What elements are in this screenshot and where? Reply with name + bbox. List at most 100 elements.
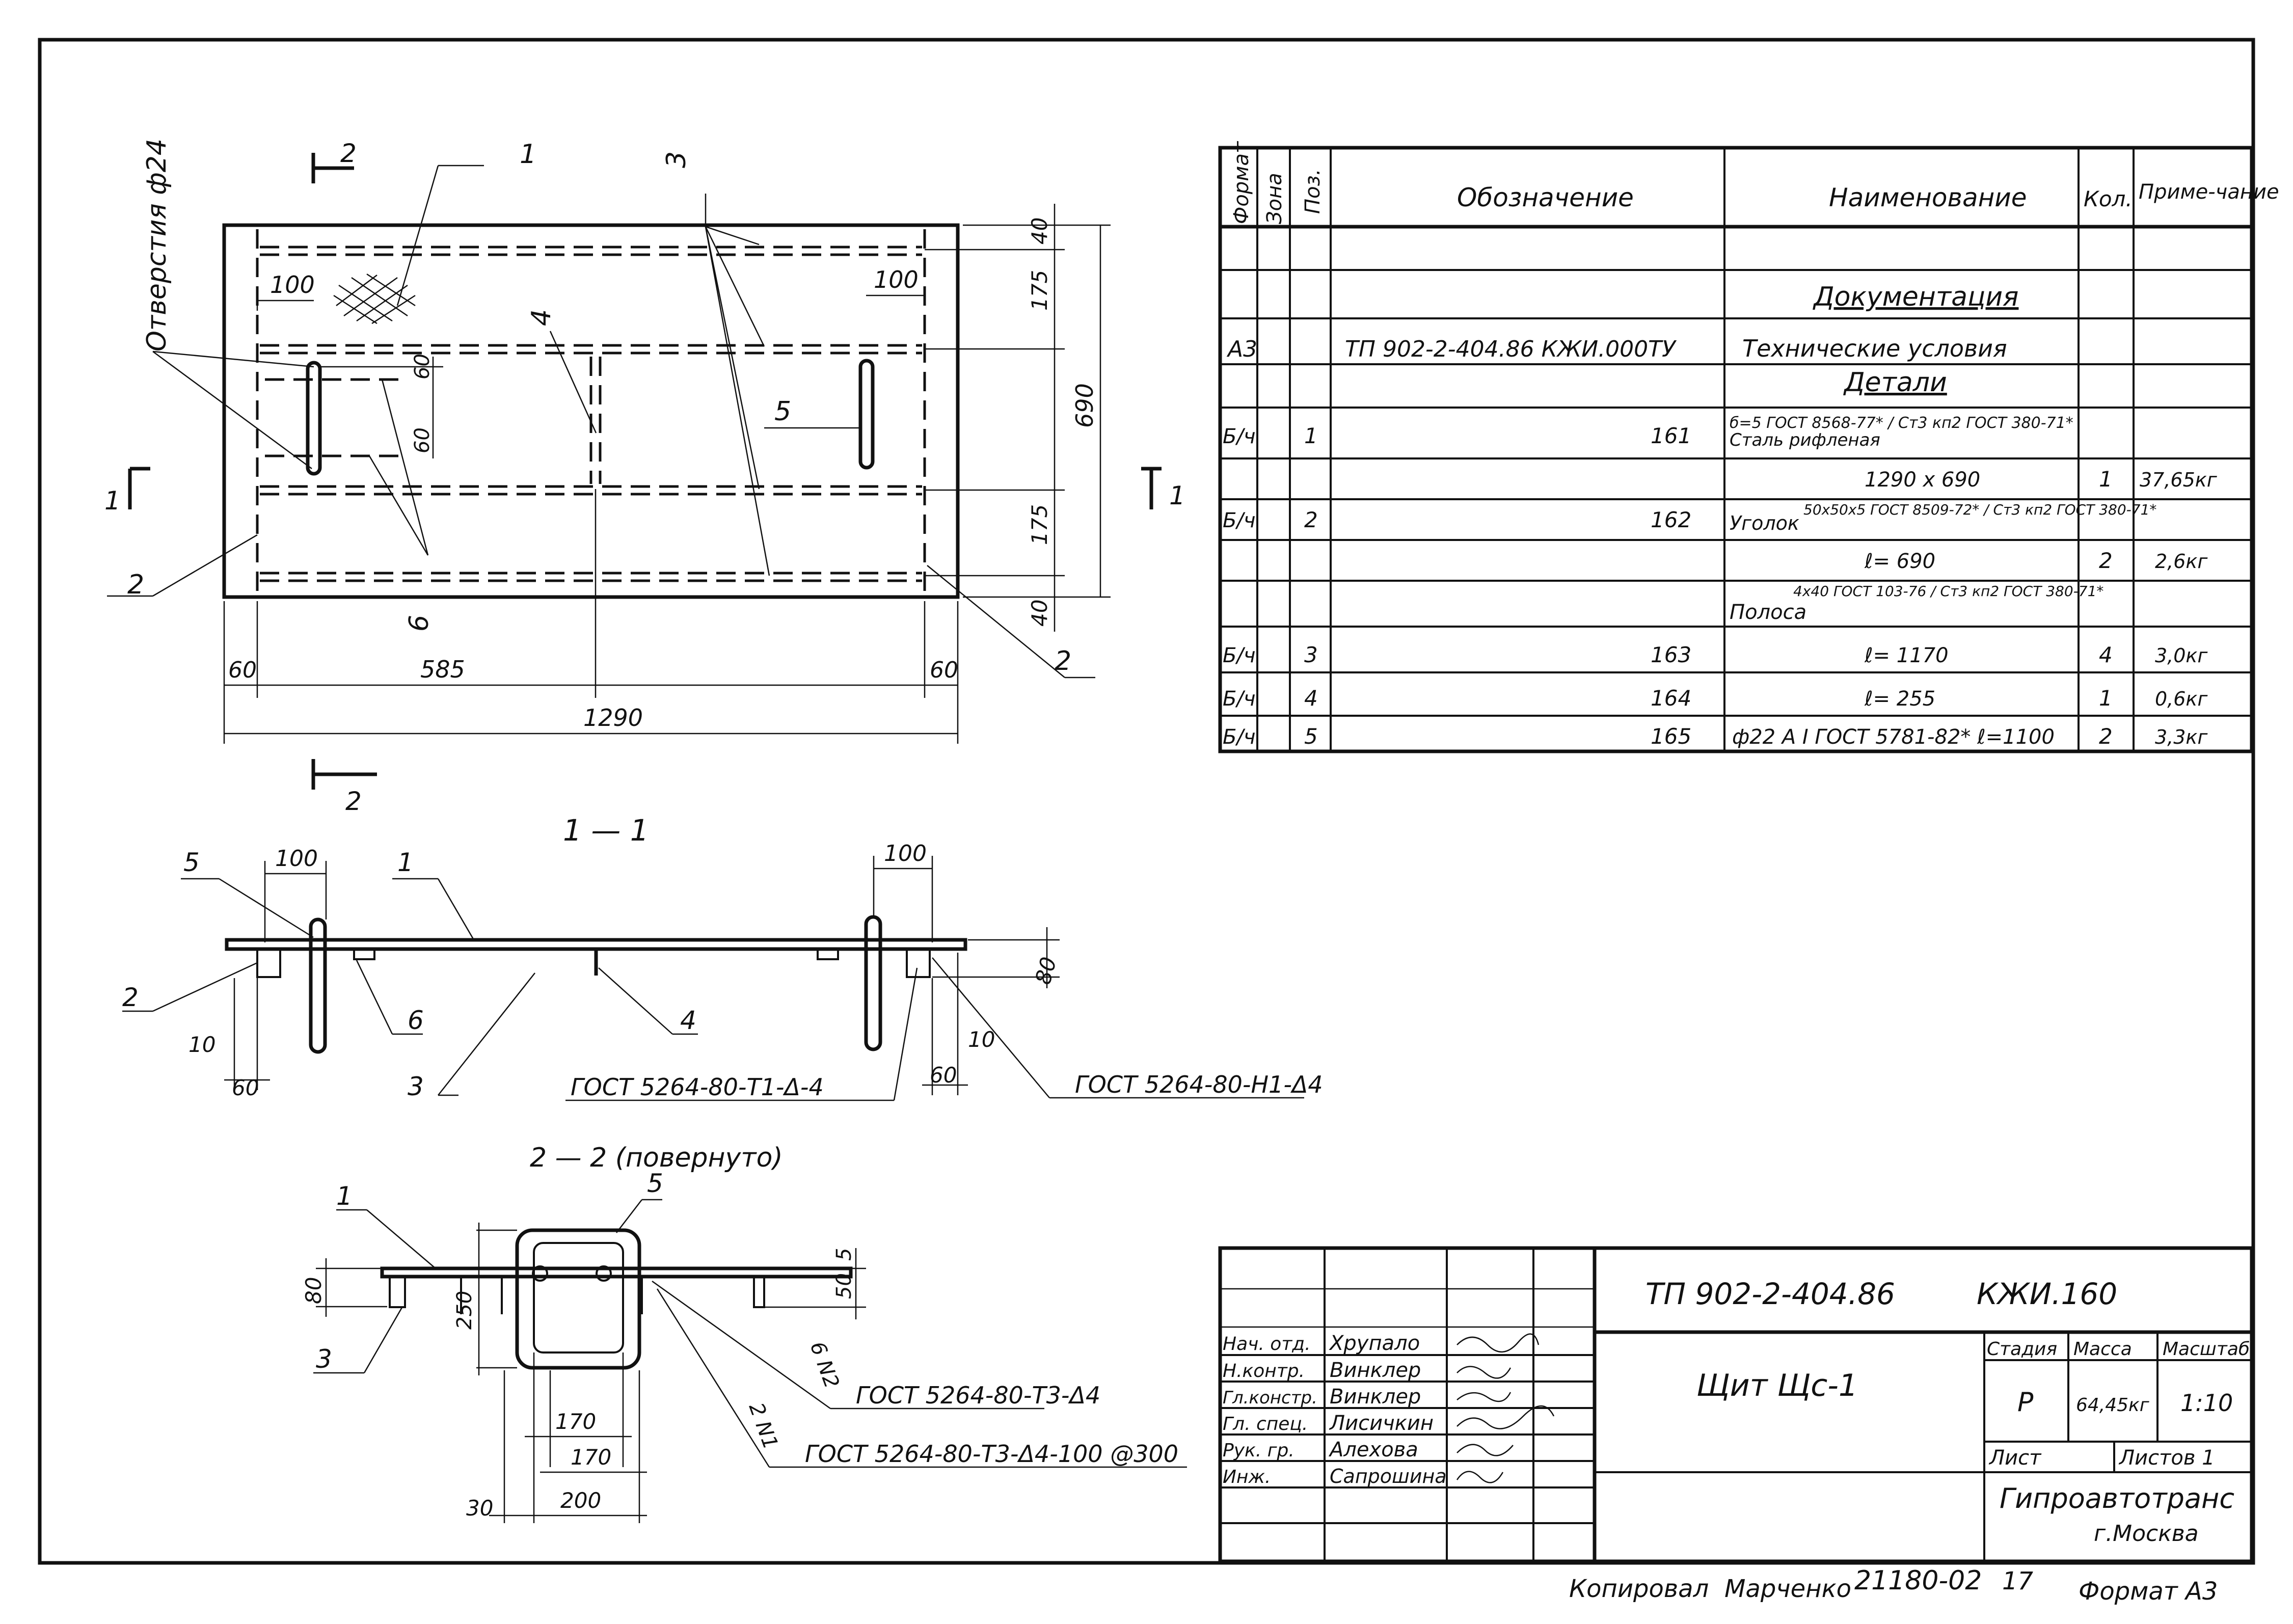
- dim-height-690: 690: [1071, 383, 1098, 428]
- row1-spec: б=5 ГОСТ 8568-77* / Ст3 кп2 ГОСТ 380-71*: [1730, 414, 2073, 432]
- s22-dim-h250: 250: [453, 1291, 476, 1330]
- plan-pos-3: 3: [661, 151, 692, 168]
- row1-format: Б/ч: [1223, 425, 1256, 448]
- s11-handle-left: [309, 917, 327, 1054]
- row3-format: Б/ч: [1223, 509, 1256, 532]
- s22-dim-w170b: 170: [571, 1445, 611, 1470]
- row8-note: 3,3кг: [2155, 726, 2208, 748]
- hdr-designation: Обозначение: [1457, 183, 1634, 212]
- tb-mass-label: Масса: [2073, 1339, 2132, 1360]
- s11-strip-left: [353, 948, 375, 960]
- tb-stage-label: Стадия: [1987, 1339, 2057, 1360]
- plan-pos-2: 2: [127, 570, 144, 600]
- s11-pos-5: 5: [183, 848, 200, 877]
- row8-qty: 2: [2099, 724, 2113, 749]
- section1-mark-left: 1: [104, 486, 121, 516]
- dim-top-40: 40: [1027, 218, 1052, 245]
- row1-name: Сталь рифленая: [1730, 430, 1880, 450]
- s11-weld-b: ГОСТ 5264-80-Н1-Δ4: [1075, 1071, 1323, 1098]
- row3-pos: 2: [1304, 507, 1318, 532]
- role-1: Нач. отд.: [1223, 1334, 1311, 1355]
- dim-span-mid: 585: [420, 656, 465, 683]
- dim-bot-175: 175: [1027, 504, 1052, 545]
- s11-dim-left-100: 100: [275, 846, 318, 872]
- plan-pos-1: 1: [520, 139, 536, 170]
- tb-sheets-label: Листов 1: [2118, 1446, 2215, 1470]
- row8-designation: 165: [1651, 724, 1691, 749]
- holes-note: Отверстия ф24: [142, 139, 172, 351]
- row2-qty: 1: [2099, 467, 2113, 492]
- role-5: Рук. гр.: [1223, 1440, 1294, 1461]
- role-4: Гл. спец.: [1223, 1414, 1308, 1434]
- handle-right: [858, 359, 875, 470]
- row3-designation: 162: [1651, 507, 1691, 532]
- hdr-zone: Зона: [1263, 173, 1286, 224]
- s11-pos-1: 1: [397, 848, 414, 877]
- tb-scale: 1:10: [2180, 1389, 2233, 1417]
- s11-pos-6: 6: [408, 1006, 424, 1035]
- row7-format: Б/ч: [1223, 687, 1256, 711]
- footer-format: Формат А3: [2079, 1577, 2218, 1606]
- s11-dim-right-100: 100: [884, 841, 927, 867]
- row7-qty: 1: [2099, 686, 2113, 711]
- dim-top-175: 175: [1027, 270, 1052, 311]
- tb-sheet-label: Лист: [1988, 1446, 2042, 1470]
- plan-pos-2b: 2: [1055, 646, 1071, 676]
- section-1-1: 1 — 1 5 1 2 6 3 4 ГОСТ 5264-80-Т1-Δ-4 ГО…: [122, 813, 1323, 1101]
- s11-dim-h80: 80: [1030, 954, 1061, 987]
- row6-designation: 163: [1651, 642, 1691, 667]
- section2-mark-top: 2: [340, 139, 357, 168]
- section-parts: Детали: [1843, 367, 1947, 398]
- row4-qty: 2: [2099, 548, 2113, 573]
- row8-name: ф22 А I ГОСТ 5781-82* ℓ=1100: [1732, 725, 2055, 749]
- row6-format: Б/ч: [1223, 644, 1256, 667]
- row6-pos: 3: [1304, 642, 1318, 667]
- s11-plate: [225, 938, 967, 951]
- s11-pos-2: 2: [122, 983, 139, 1012]
- tb-city: г.Москва: [2094, 1521, 2199, 1547]
- plan-pos-5: 5: [774, 396, 791, 427]
- role-2: Н.контр.: [1223, 1361, 1305, 1382]
- s11-dim-r10: 10: [968, 1027, 995, 1052]
- footer: Копировал Марченко 21180-02 17 Формат А3: [1569, 1565, 2218, 1606]
- footer-doc-no: 21180-02: [1854, 1565, 1982, 1596]
- row4-note: 2,6кг: [2155, 550, 2208, 573]
- row1-pos: 1: [1304, 423, 1318, 448]
- s22-dim-h80: 80: [301, 1277, 326, 1304]
- row4-name: ℓ= 690: [1864, 550, 1935, 573]
- s11-pos-4: 4: [680, 1006, 696, 1035]
- section1-mark-right: 1: [1169, 481, 1185, 510]
- name-5: Алехова: [1328, 1438, 1418, 1461]
- s22-pos-3: 3: [316, 1344, 332, 1374]
- s11-dim-l60: 60: [232, 1075, 259, 1100]
- spec-table: Формат Зона Поз. Обозначение Наименовани…: [1218, 141, 2279, 753]
- doc-format: А3: [1226, 336, 1257, 362]
- plate-hatch: [333, 273, 416, 324]
- plan-view: 2 2 1 1 Отверстия ф24 1 2 3 4 5 6 2: [104, 139, 1185, 816]
- section2-mark-bottom: 2: [345, 787, 362, 816]
- tb-mass: 64,45кг: [2076, 1395, 2150, 1416]
- section-2-2-title: 2 — 2 (повернуто): [530, 1143, 783, 1173]
- row7-designation: 164: [1651, 686, 1691, 711]
- plate-outline: [222, 223, 960, 599]
- dim-hole-right: 100: [874, 266, 919, 293]
- row7-pos: 4: [1304, 686, 1318, 711]
- tb-scale-label: Масштаб: [2163, 1339, 2250, 1360]
- row3-name: Уголок: [1730, 512, 1799, 534]
- role-3: Гл.констр.: [1223, 1388, 1317, 1408]
- dim-edge-left: 60: [228, 657, 257, 683]
- doc-name: Технические условия: [1742, 335, 2007, 362]
- row7-name: ℓ= 255: [1864, 687, 1935, 711]
- plan-pos-4: 4: [526, 309, 557, 326]
- section-1-1-title: 1 — 1: [563, 813, 649, 848]
- hdr-note: Приме-чание: [2139, 180, 2279, 204]
- s22-handle-outer: [515, 1228, 641, 1370]
- section-2-2: 2 — 2 (повернуто) 1 5 3 6 N2 2 N1 ГОСТ 5…: [301, 1143, 1187, 1523]
- tb-code-suffix: КЖИ.160: [1977, 1277, 2117, 1311]
- s11-strip-right: [817, 948, 839, 960]
- role-6: Инж.: [1223, 1467, 1271, 1487]
- tb-stage: Р: [2017, 1387, 2034, 1418]
- dim-hole-left: 100: [270, 271, 315, 299]
- s11-dim-r60: 60: [930, 1063, 957, 1088]
- plan-pos-6: 6: [404, 615, 435, 632]
